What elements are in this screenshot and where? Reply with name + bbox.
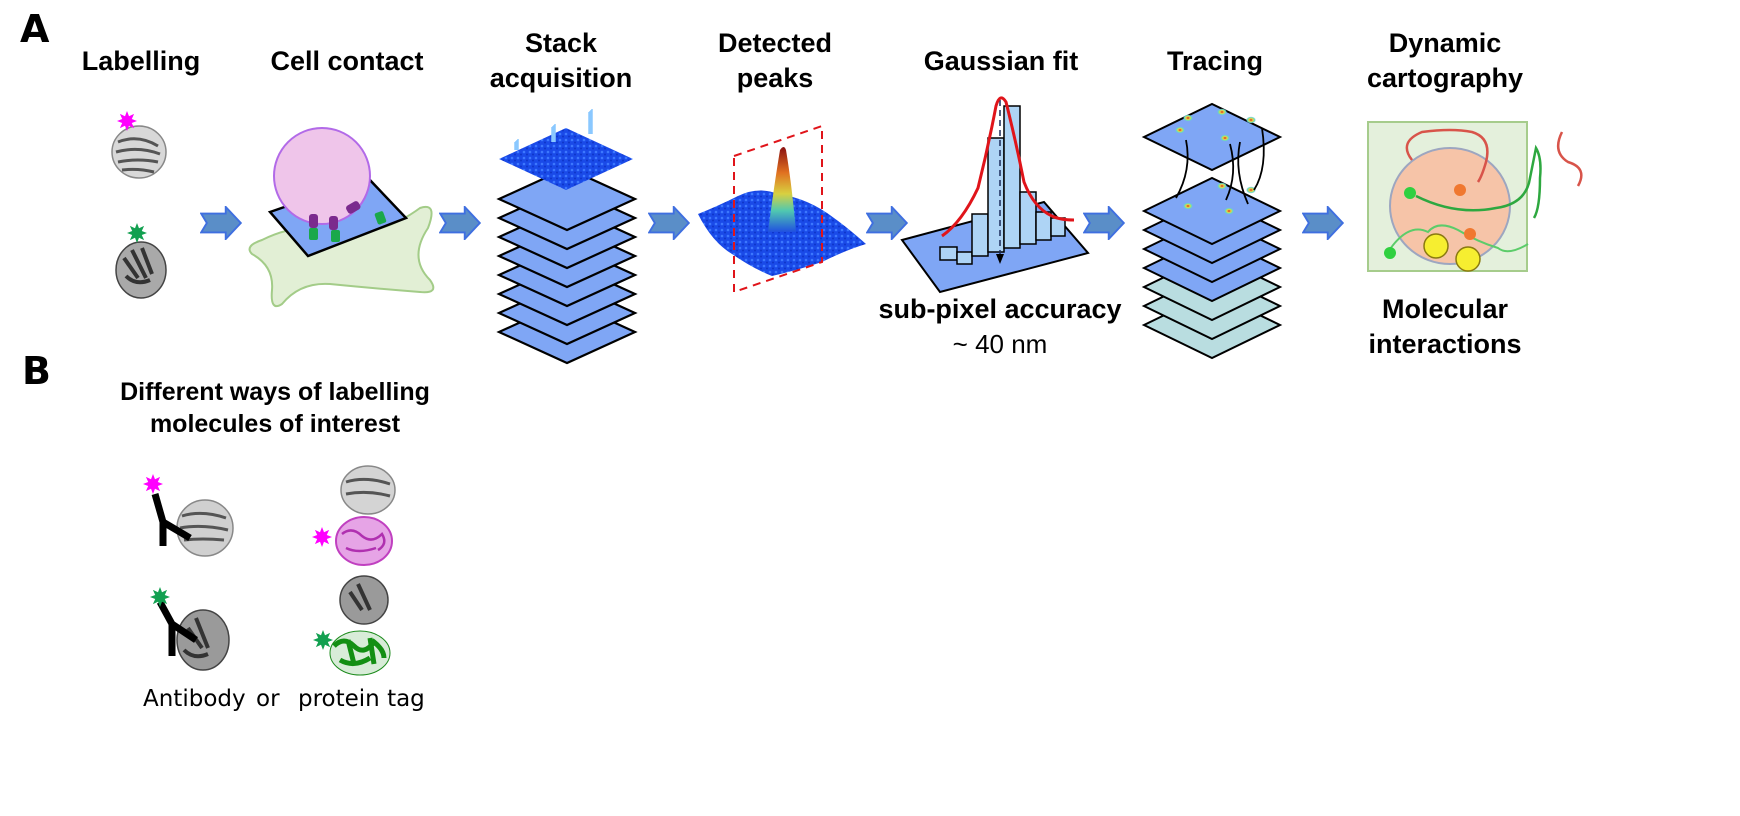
histogram-bar [1035, 211, 1052, 241]
gaussian-fit-illustration [900, 96, 1090, 294]
raw-image-surface [499, 128, 633, 190]
receptors-purple [309, 201, 361, 230]
contacting-cell [273, 127, 371, 225]
antibody-shape [151, 493, 192, 546]
interaction-site [1455, 246, 1481, 272]
histogram-bar [956, 251, 973, 265]
cross-section-plane [733, 124, 823, 294]
step-title-tracing: Tracing [1166, 46, 1264, 76]
label-or: or [256, 686, 280, 712]
protein-gray-2 [115, 241, 167, 299]
detected-spot [1220, 134, 1230, 142]
trajectory-link-arrow [1175, 139, 1189, 199]
protein-gray-1 [111, 125, 167, 179]
trajectory-link-arrow [1253, 127, 1265, 191]
center-arrowhead-icon [996, 254, 1004, 264]
gaussian-caption-accuracy: sub-pixel accuracy [878, 294, 1122, 324]
detected-spot [1175, 126, 1185, 134]
arrow-right-icon [866, 206, 908, 240]
molecule-orange [1454, 184, 1466, 196]
detected-spot [1217, 108, 1227, 116]
detected-spot [1217, 182, 1227, 190]
detected-peak-illustration [698, 124, 866, 294]
arrow-right-icon [1083, 206, 1125, 240]
gaussian-caption: sub-pixel accuracy ~ 40 nm [878, 292, 1121, 362]
arrow-right-icon [439, 206, 481, 240]
antibody-labelled-protein-1 [143, 474, 234, 557]
detected-spot [1183, 114, 1193, 122]
green-fluorophore-icon [127, 223, 147, 243]
interaction-site [1423, 233, 1449, 259]
step-title-gaussian-fit: Gaussian fit [923, 46, 1079, 76]
cell-contact-illustration [248, 127, 435, 308]
detected-spot [1224, 207, 1234, 215]
green-fluorophore-icon [150, 587, 170, 607]
trajectory-link-arrow [1225, 143, 1235, 201]
molecule-green [1404, 187, 1416, 199]
antibody-labelled-protein-2 [150, 587, 230, 671]
gaussian-fit-curve [941, 96, 1075, 238]
histogram-bar [939, 246, 958, 261]
image-stack-illustration [496, 109, 638, 365]
cartography-illustration [1367, 121, 1583, 272]
time-frame-plane-top [1141, 102, 1283, 172]
detected-spot [1183, 202, 1193, 210]
arrow-right-icon [648, 206, 690, 240]
ligands-green [309, 211, 387, 242]
green-tag-protein [332, 637, 387, 666]
antibody-shape [156, 600, 198, 656]
trajectory-green [1415, 144, 1542, 219]
detected-spot [1246, 186, 1256, 194]
protein-tag-fusion-1 [312, 465, 396, 566]
trajectory-green-2 [1387, 224, 1529, 253]
intensity-surface [698, 190, 866, 276]
step-title-cell-contact: Cell contact [270, 46, 424, 76]
magenta-tag-protein [335, 516, 393, 566]
panel-a-label: A [20, 7, 50, 51]
histogram-bars [939, 105, 1066, 265]
panel-b-title: Different ways of labelling molecules of… [120, 378, 430, 438]
magenta-fluorophore-icon [143, 474, 163, 494]
arrow-right-icon [1302, 206, 1344, 240]
detected-spot [1246, 116, 1256, 124]
molecule-green [1384, 247, 1396, 259]
histogram-bar [987, 137, 1005, 253]
panel-b-label: B [22, 349, 51, 393]
step-title-labelling: Labelling [81, 46, 201, 76]
label-protein-tag: protein tag [298, 686, 425, 712]
label-antibody: Antibody [143, 686, 246, 712]
histogram-bar [971, 213, 989, 257]
tracing-illustration [1141, 102, 1283, 360]
green-fluorophore-icon [313, 630, 333, 650]
gaussian-caption-value: ~ 40 nm [952, 329, 1048, 359]
arrow-right-icon [200, 206, 242, 240]
trajectory-link-arrow [1237, 141, 1249, 205]
molecule-orange [1464, 228, 1476, 240]
panel-b-illustration [143, 465, 396, 676]
labelling-illustration [111, 111, 167, 299]
magenta-fluorophore-icon [312, 527, 332, 547]
magenta-fluorophore-icon [117, 111, 137, 131]
protein-tag-fusion-2 [313, 575, 391, 676]
cartography-caption: Molecular interactions [1368, 294, 1522, 359]
intensity-peak [768, 147, 796, 232]
trajectory-red [1405, 128, 1583, 187]
